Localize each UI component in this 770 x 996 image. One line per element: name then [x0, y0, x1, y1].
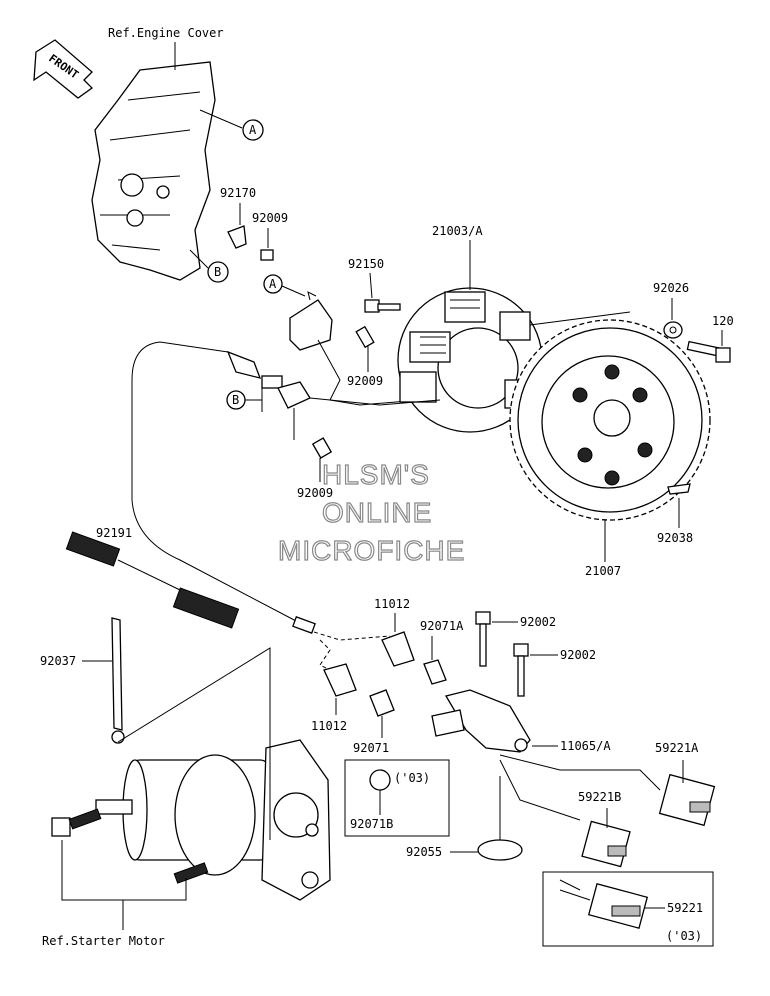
- label-92038: 92038: [657, 531, 693, 545]
- callout-b-top: [207, 261, 229, 283]
- label-92026: 92026: [653, 281, 689, 295]
- label-11065: 11065/A: [560, 739, 611, 753]
- bolt-92009-b: [355, 325, 375, 349]
- label-92037: 92037: [40, 654, 76, 668]
- callout-b-mid-label: B: [232, 393, 239, 407]
- label-11012-a: 11012: [374, 597, 410, 611]
- label-92071: 92071: [353, 741, 389, 755]
- connector-59221b: [581, 820, 631, 868]
- label-92002-b: 92002: [560, 648, 596, 662]
- bolt-120: [686, 340, 731, 363]
- plug-92071b: [369, 769, 391, 791]
- label-92170: 92170: [220, 186, 256, 200]
- cap-11012-a: [381, 631, 415, 667]
- label-92071a: 92071A: [420, 619, 464, 633]
- callout-a-top-label: A: [249, 123, 257, 137]
- front-arrow-icon: FRONT: [33, 39, 94, 99]
- watermark-line-1: HLSM'S: [322, 459, 430, 490]
- label-92191: 92191: [96, 526, 132, 540]
- bolt-92150: [364, 299, 401, 313]
- starter-bolt-lower: [173, 862, 209, 884]
- bolt-92002-a: [475, 611, 491, 667]
- box-59221: [542, 871, 714, 947]
- label-120: 120: [712, 314, 734, 328]
- plug-92071a: [423, 659, 447, 685]
- label-92055: 92055: [406, 845, 442, 859]
- watermark-line-3: MICROFICHE: [278, 535, 465, 566]
- label-21007: 21007: [585, 564, 621, 578]
- callout-a-mid: [263, 274, 283, 294]
- label-59221b: 59221B: [578, 790, 621, 804]
- key-92038: [667, 483, 691, 495]
- cap-11012-b: [323, 663, 357, 697]
- label-92150: 92150: [348, 257, 384, 271]
- label-03-a: ('03): [394, 771, 430, 785]
- label-59221a: 59221A: [655, 741, 699, 755]
- cable-92191: [65, 531, 240, 629]
- label-92009-b: 92009: [347, 374, 383, 388]
- starter-bolt-upper: [51, 808, 102, 837]
- watermark-line-2: ONLINE: [322, 497, 432, 528]
- bolt-92002-b: [513, 643, 529, 697]
- connector-59221: [587, 883, 649, 929]
- connector-59221a: [658, 773, 716, 827]
- callout-a-top: [242, 119, 264, 141]
- starter-motor: [95, 739, 331, 901]
- label-21003: 21003/A: [432, 224, 483, 238]
- band-92037: [111, 617, 123, 731]
- pin: [292, 616, 316, 634]
- box-92071b: [344, 759, 450, 837]
- label-92002-a: 92002: [520, 615, 556, 629]
- label-92071b: 92071B: [350, 817, 393, 831]
- o-ring-92055: [477, 839, 523, 861]
- label-59221: 59221: [667, 901, 703, 915]
- callout-b-top-label: B: [214, 265, 221, 279]
- bolt-92009-c: [311, 437, 333, 459]
- rotor-21007: [509, 311, 711, 521]
- plug-92071: [369, 689, 395, 717]
- label-92009-a: 92009: [252, 211, 288, 225]
- wire-grommet: [226, 350, 441, 409]
- engine-cover: [91, 61, 216, 281]
- washer-92026: [663, 321, 683, 339]
- clip-92170: [227, 225, 247, 249]
- label-03-b: ('03): [666, 929, 702, 943]
- label-11012-b: 11012: [311, 719, 347, 733]
- housing-11065: [431, 689, 531, 753]
- bolt-92009-a: [260, 249, 274, 261]
- callout-a-mid-label: A: [269, 277, 277, 291]
- label-92009-c: 92009: [297, 486, 333, 500]
- ref-engine-cover-label: Ref.Engine Cover: [108, 26, 224, 40]
- ref-starter-motor-label: Ref.Starter Motor: [42, 934, 165, 948]
